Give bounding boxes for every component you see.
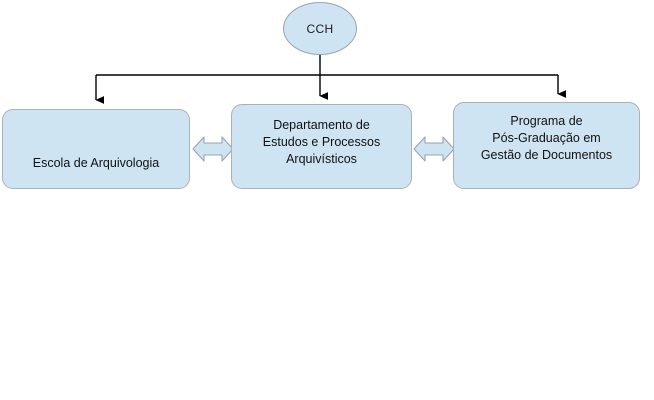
node-departamento-label: Departamento de Estudos e Processos Arqu… — [262, 118, 381, 166]
node-cch[interactable]: CCH — [283, 2, 357, 55]
node-escola-label: Escola de Arquivologia — [32, 156, 160, 170]
node-programa[interactable]: Programa de Pós-Graduação em Gestão de D… — [453, 102, 640, 189]
node-programa-label: Programa de Pós-Graduação em Gestão de D… — [480, 114, 613, 162]
node-departamento[interactable]: Departamento de Estudos e Processos Arqu… — [231, 104, 412, 189]
node-cch-label: CCH — [306, 21, 334, 36]
bidirectional-arrow-escola-departamento — [192, 136, 234, 162]
node-escola[interactable]: Escola de Arquivologia — [2, 109, 190, 189]
bidirectional-arrow-departamento-programa — [413, 136, 455, 162]
